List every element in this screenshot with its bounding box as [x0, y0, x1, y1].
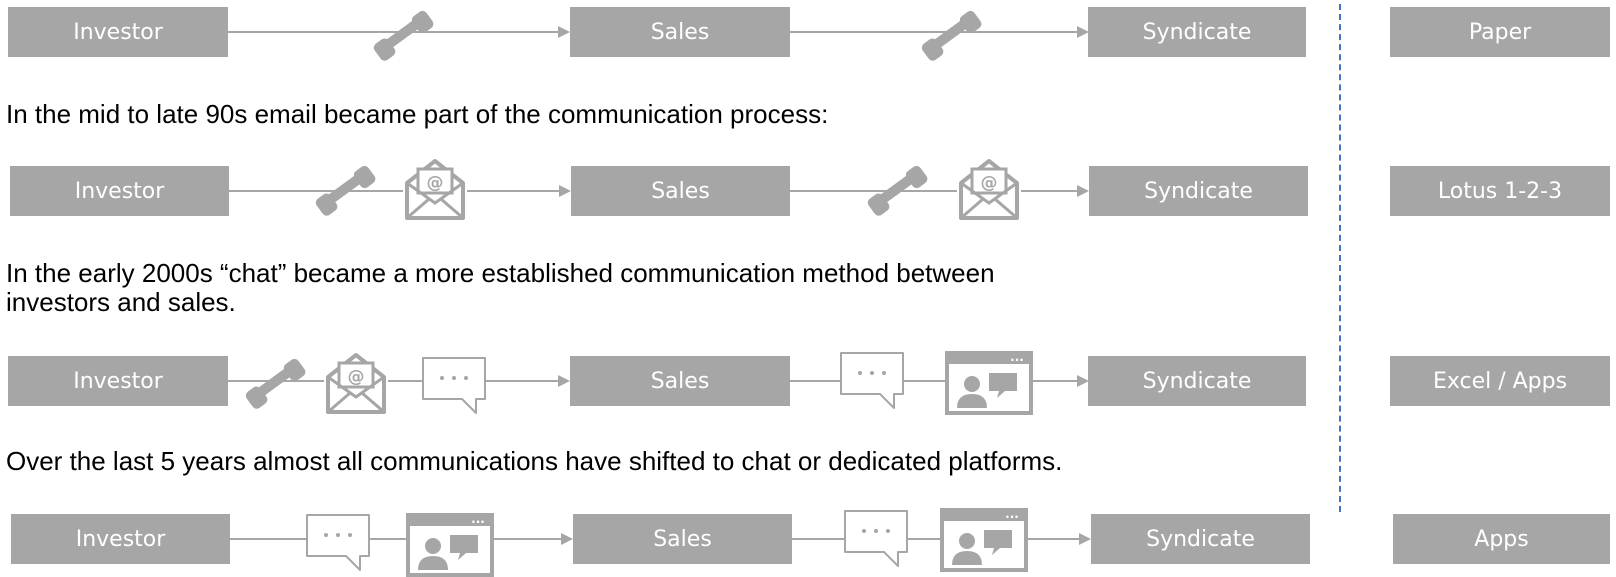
arrowhead [561, 533, 573, 545]
sales-box: Sales [570, 7, 790, 57]
caption-chat-era-line1: In the early 2000s “chat” became a more … [6, 258, 995, 288]
email-icon: @ [403, 157, 467, 221]
tool-box-paper: Paper [1390, 7, 1610, 57]
investor-box: Investor [8, 356, 228, 406]
svg-text:...: ... [1005, 508, 1019, 521]
caption-platform-era: Over the last 5 years almost all communi… [6, 446, 1063, 476]
chat-icon [306, 514, 370, 571]
separator-line [1339, 4, 1341, 512]
tool-box-apps: Apps [1393, 514, 1610, 564]
syndicate-box: Syndicate [1088, 356, 1306, 406]
syndicate-box: Syndicate [1091, 514, 1310, 564]
connector-line [790, 31, 1084, 33]
caption-chat-era: In the early 2000s “chat” became a more … [6, 259, 995, 317]
tool-box-lotus: Lotus 1-2-3 [1390, 166, 1610, 216]
sales-box: Sales [570, 356, 790, 406]
arrowhead [1077, 375, 1089, 387]
chat-icon [840, 352, 904, 409]
chat-icon [844, 510, 908, 567]
platform-icon: ... [940, 508, 1028, 572]
caption-chat-era-line2: investors and sales. [6, 287, 236, 317]
phone-icon [315, 165, 376, 216]
caption-email-era: In the mid to late 90s email became part… [6, 99, 829, 129]
syndicate-box: Syndicate [1088, 7, 1306, 57]
connector-line [230, 538, 567, 540]
svg-text:@: @ [427, 173, 444, 193]
tool-box-excel: Excel / Apps [1390, 356, 1610, 406]
email-icon: @ [324, 351, 388, 415]
svg-text:...: ... [1010, 351, 1024, 364]
phone-icon [373, 10, 434, 61]
phone-icon [921, 10, 982, 61]
platform-icon: ... [406, 513, 494, 577]
chat-icon [422, 357, 486, 414]
platform-icon: ... [945, 351, 1033, 415]
email-icon: @ [957, 157, 1021, 221]
arrowhead [1079, 533, 1091, 545]
arrowhead [558, 26, 570, 38]
arrowhead [559, 185, 571, 197]
connector-line [228, 380, 564, 382]
svg-text:...: ... [471, 513, 485, 526]
arrowhead [1077, 185, 1089, 197]
connector-line [790, 380, 1084, 382]
connector-line [790, 190, 1084, 192]
arrowhead [1077, 26, 1089, 38]
connector-line [229, 190, 565, 192]
phone-icon [867, 165, 928, 216]
sales-box: Sales [573, 514, 792, 564]
investor-box: Investor [8, 7, 228, 57]
investor-box: Investor [11, 514, 230, 564]
arrowhead [558, 375, 570, 387]
svg-text:@: @ [348, 367, 365, 387]
connector-line [792, 538, 1086, 540]
connector-line [228, 31, 564, 33]
svg-text:@: @ [981, 173, 998, 193]
investor-box: Investor [10, 166, 229, 216]
sales-box: Sales [571, 166, 790, 216]
phone-icon [245, 358, 306, 409]
syndicate-box: Syndicate [1089, 166, 1308, 216]
